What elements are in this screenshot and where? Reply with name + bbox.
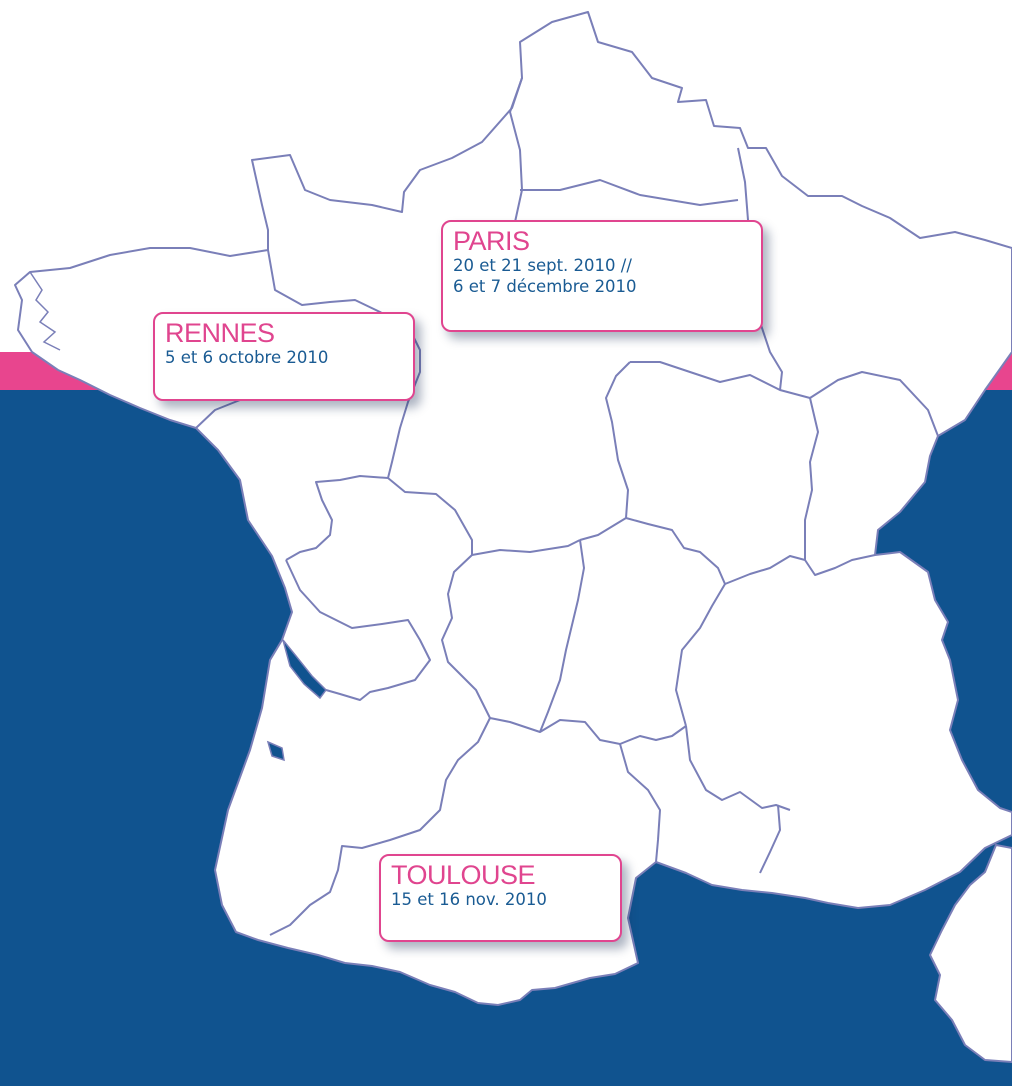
callout-rennes: RENNES 5 et 6 octobre 2010 xyxy=(153,312,415,401)
dates-toulouse: 15 et 16 nov. 2010 xyxy=(391,890,547,909)
dates-paris-line2: 6 et 7 décembre 2010 xyxy=(453,277,637,296)
gironde-estuary xyxy=(282,639,327,700)
callout-paris: PARIS 20 et 21 sept. 2010 // 6 et 7 déce… xyxy=(441,220,763,332)
dates-paris-line1: 20 et 21 sept. 2010 // xyxy=(453,256,632,275)
city-name-rennes: RENNES xyxy=(165,318,275,348)
arcachon-bay xyxy=(266,740,285,762)
city-name-paris: PARIS xyxy=(453,226,530,256)
region-borders xyxy=(195,77,939,936)
corsica-island xyxy=(929,844,1012,1063)
callout-toulouse: TOULOUSE 15 et 16 nov. 2010 xyxy=(379,854,622,942)
brittany-coast-detail xyxy=(29,271,61,351)
city-name-toulouse: TOULOUSE xyxy=(391,860,536,890)
dates-rennes: 5 et 6 octobre 2010 xyxy=(165,348,329,367)
